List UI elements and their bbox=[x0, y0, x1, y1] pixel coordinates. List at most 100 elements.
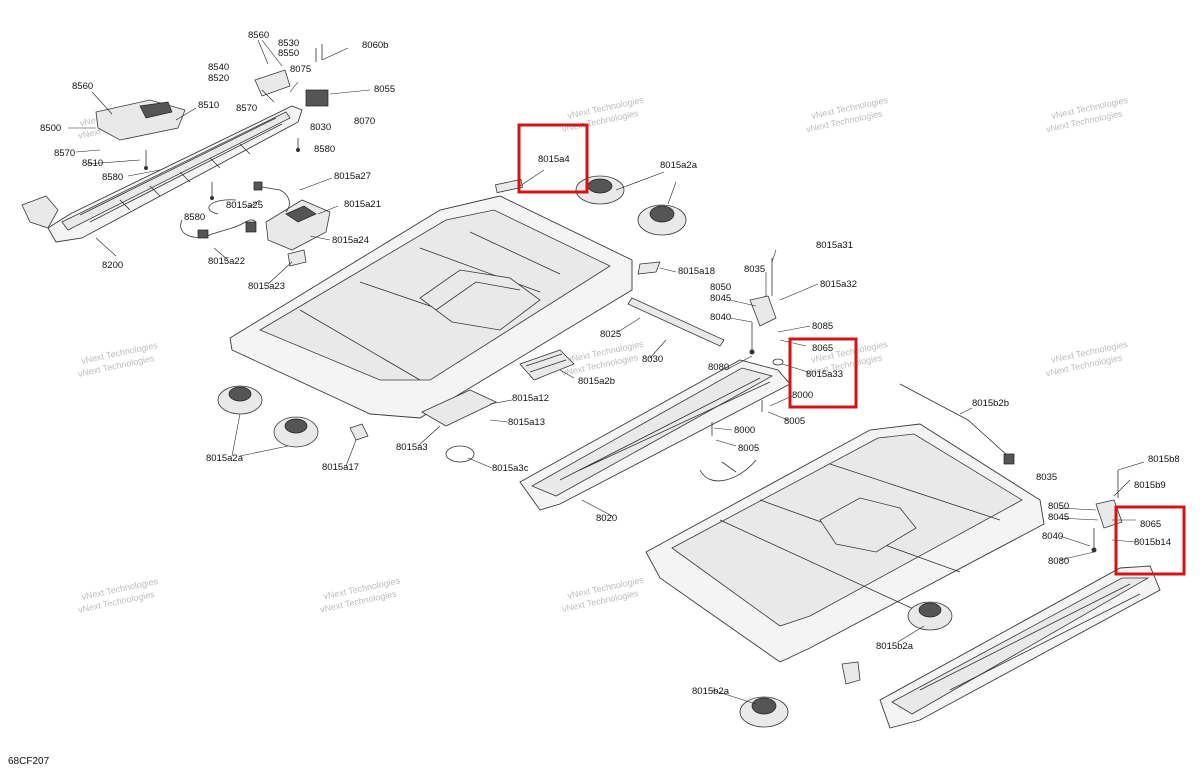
part-label: 8015b2a bbox=[876, 641, 914, 652]
part-label: 8045 bbox=[710, 293, 731, 304]
part-label: 8015a4 bbox=[538, 154, 570, 165]
clip-8015a4 bbox=[494, 178, 524, 194]
part-label: 8050 bbox=[710, 282, 731, 293]
part-label: 8530 bbox=[278, 38, 299, 49]
part-label: 8035 bbox=[744, 264, 765, 275]
cover-8015a12 bbox=[421, 389, 497, 427]
part-label: 8200 bbox=[102, 260, 123, 271]
part-label: 8015a33 bbox=[806, 369, 843, 380]
figure-id: 68CF207 bbox=[8, 756, 50, 767]
header-bar-top-face bbox=[61, 111, 291, 231]
rear-bar-b-assembly bbox=[841, 470, 1161, 729]
part-label: 8005 bbox=[738, 443, 759, 454]
strip-8025 bbox=[627, 297, 725, 347]
part-label: 8510 bbox=[198, 100, 219, 111]
part-label: 8000 bbox=[734, 425, 755, 436]
part-label: 8015b8 bbox=[1148, 454, 1180, 465]
part-label: 8015a3c bbox=[492, 463, 529, 474]
part-label: 8500 bbox=[40, 123, 61, 134]
header-bar-ribs bbox=[79, 117, 283, 223]
nut-8040a bbox=[749, 349, 755, 355]
fastener-8580 bbox=[210, 196, 214, 200]
speaker-8015a2a-4-cone bbox=[284, 418, 308, 434]
part-label: 8015a12 bbox=[512, 393, 549, 404]
connector-8015a22 bbox=[197, 229, 209, 239]
fastener-leaders bbox=[145, 138, 299, 196]
center-parts bbox=[349, 261, 725, 463]
highlight-box-8015b14 bbox=[1114, 505, 1186, 576]
part-label: 8580 bbox=[314, 144, 335, 155]
module-8015a21 bbox=[265, 199, 331, 251]
seal-8015a3c bbox=[445, 445, 475, 463]
part-label: 8540 bbox=[208, 62, 229, 73]
rear-bar-ribs bbox=[559, 377, 771, 481]
part-label: 8015a13 bbox=[508, 417, 545, 428]
part-label: 8570 bbox=[54, 148, 75, 159]
part-label: 8040 bbox=[1042, 531, 1063, 542]
front-header-bar-assembly bbox=[21, 44, 329, 243]
module-8015a21-assembly bbox=[180, 181, 331, 267]
part-label: 8025 bbox=[600, 329, 621, 340]
part-label: 8560 bbox=[248, 30, 269, 41]
part-label: 8015b2a bbox=[692, 686, 730, 697]
part-label: 8085 bbox=[812, 321, 833, 332]
roof-panel-center-recess bbox=[419, 269, 541, 331]
part-label: 8000 bbox=[792, 390, 813, 401]
part-label: 8015a2a bbox=[206, 453, 244, 464]
part-label: 8580 bbox=[184, 212, 205, 223]
washer-8015a33 bbox=[772, 358, 784, 366]
part-label: 8550 bbox=[278, 48, 299, 59]
part-labels: 8560 8530 8550 8060b 8540 8520 8075 8055… bbox=[40, 30, 1180, 697]
rear-bar-b-top-face bbox=[891, 577, 1150, 715]
part-label: 8015a21 bbox=[344, 199, 381, 210]
clip-8015a17 bbox=[349, 423, 369, 441]
connector-8015a24 bbox=[245, 221, 257, 233]
part-label: 8015a17 bbox=[322, 462, 359, 473]
part-label: 8015a23 bbox=[248, 281, 285, 292]
speaker-8015a2a-2-cone bbox=[649, 205, 675, 223]
part-label: 8030 bbox=[642, 354, 663, 365]
part-label: 8580 bbox=[102, 172, 123, 183]
part-label: 8005 bbox=[784, 416, 805, 427]
speaker-8015a2a-1-cone bbox=[587, 178, 613, 194]
connector-8060b bbox=[305, 89, 329, 107]
roof-panel-b bbox=[645, 383, 1045, 663]
part-label: 8015a18 bbox=[678, 266, 715, 277]
wire-8015b2b bbox=[899, 383, 1009, 457]
part-label: 8075 bbox=[290, 64, 311, 75]
bracket-8035a bbox=[749, 295, 777, 327]
speakers-a bbox=[217, 175, 687, 448]
part-label: 8080 bbox=[1048, 556, 1069, 567]
part-label: 8015a32 bbox=[820, 279, 857, 290]
roof-panel-a bbox=[229, 178, 633, 419]
bracket-8035b bbox=[1095, 499, 1123, 529]
part-label: 8055 bbox=[374, 84, 395, 95]
rear-bar-8020-assembly bbox=[519, 258, 791, 511]
part-label: 8015b2b bbox=[972, 398, 1009, 409]
connector-8015a25 bbox=[253, 181, 263, 191]
fastener-8580b bbox=[296, 148, 300, 152]
part-label: 8035 bbox=[1036, 472, 1057, 483]
speaker-8015b2a-1-cone bbox=[918, 602, 942, 618]
part-label: 8015b9 bbox=[1134, 480, 1166, 491]
roof-panel-ribs bbox=[299, 231, 561, 381]
part-label: 8030 bbox=[310, 122, 331, 133]
header-switch-block bbox=[139, 101, 173, 119]
part-label: 8560 bbox=[72, 81, 93, 92]
amplifier-fins bbox=[525, 353, 567, 373]
part-label: 8015a27 bbox=[334, 171, 371, 182]
part-label: 8065 bbox=[1140, 519, 1161, 530]
part-label: 8080 bbox=[708, 362, 729, 373]
leader-lines bbox=[68, 39, 1145, 705]
part-label: 8050 bbox=[1048, 501, 1069, 512]
part-label: 8015a2b bbox=[578, 376, 615, 387]
highlight-box-8015a33 bbox=[788, 337, 858, 409]
fastener-8510 bbox=[144, 166, 148, 170]
part-label: 8510 bbox=[82, 158, 103, 169]
part-label: 8015b14 bbox=[1134, 537, 1171, 548]
connector-8015b2b bbox=[1003, 453, 1015, 465]
fastener-lines-b bbox=[1093, 470, 1119, 548]
part-label: 8015a25 bbox=[226, 200, 263, 211]
part-label: 8070 bbox=[354, 116, 375, 127]
